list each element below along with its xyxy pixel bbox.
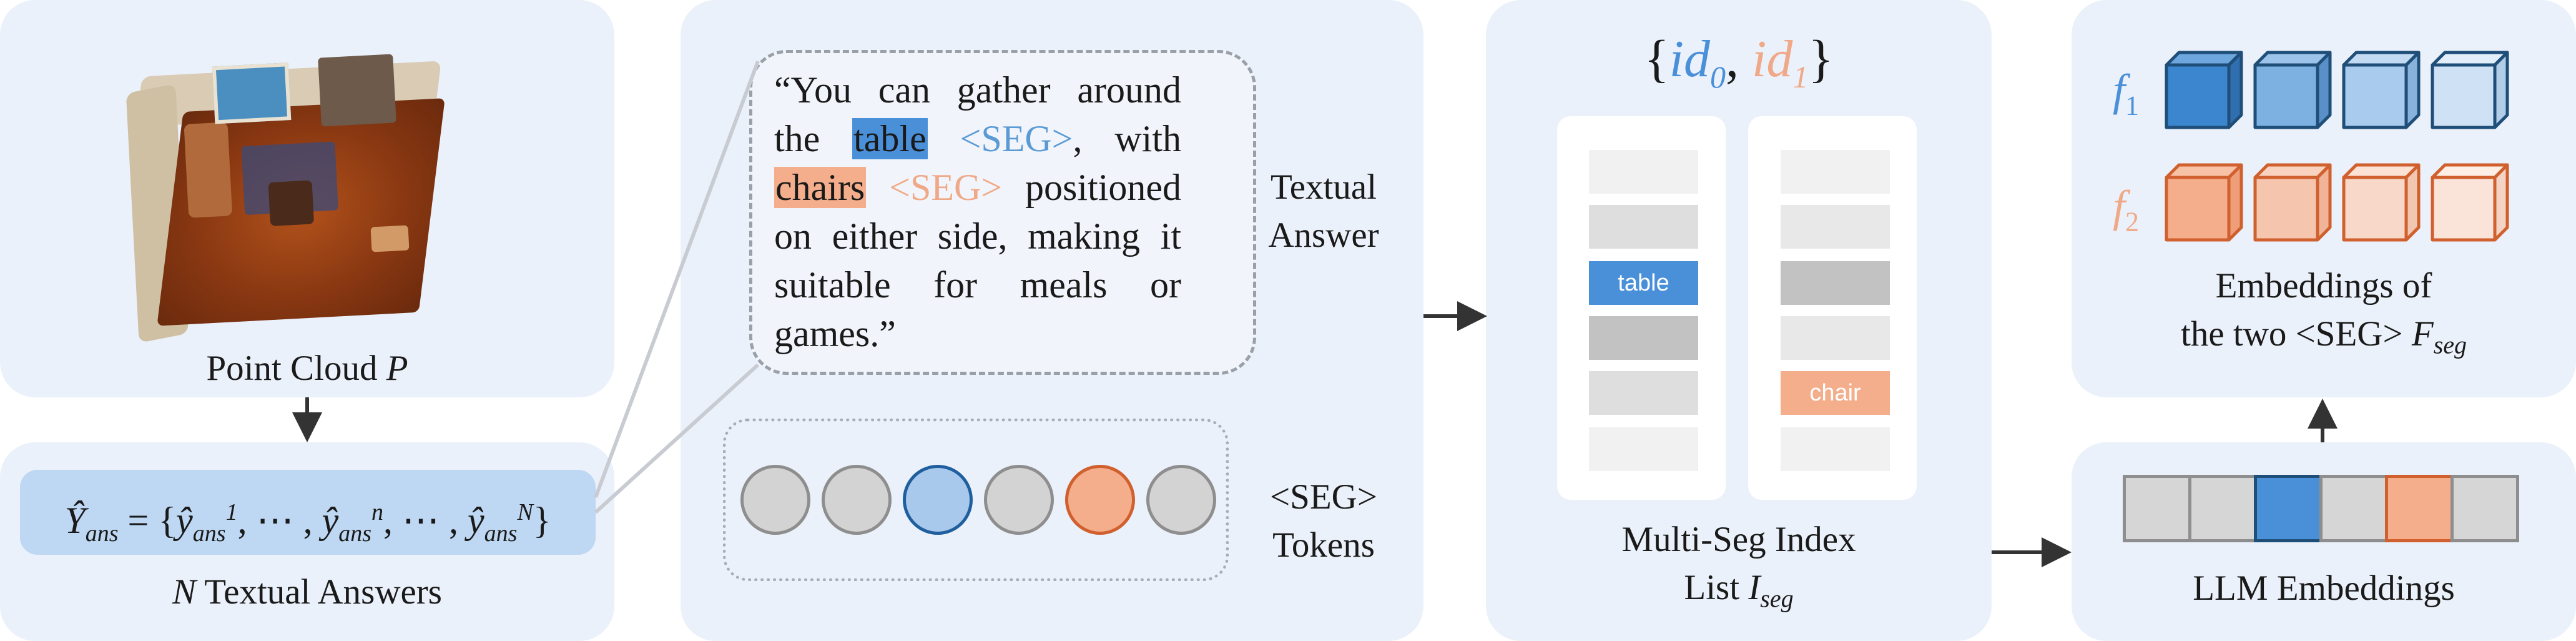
token-circle <box>1146 465 1216 535</box>
f1-label: f1 <box>2112 65 2139 121</box>
index-set: {id0, id1} <box>1644 30 1834 94</box>
highlight-chairs: chairs <box>774 167 867 208</box>
token-circle <box>822 465 892 535</box>
cube-row-f2 <box>2165 163 2509 242</box>
answer-text: “You can gather around the table <SEG>, … <box>774 69 1181 354</box>
token-circle-blue <box>903 465 973 535</box>
index-cell-table: table <box>1589 261 1698 305</box>
token-circle-orange <box>1065 465 1135 535</box>
index-cell <box>1589 371 1698 415</box>
llm-embedding-cell <box>2188 475 2257 542</box>
embeddings-label: Embeddings of the two <SEG> Fseg <box>2180 266 2467 359</box>
answer-bubble <box>749 50 1256 375</box>
token-circle <box>984 465 1054 535</box>
cube-row-f1 <box>2165 51 2509 129</box>
token-circle <box>740 465 810 535</box>
llm-embedding-cell <box>2319 475 2388 542</box>
index-cell <box>1781 427 1890 471</box>
textual-answers-label: N Textual Answers <box>172 572 442 612</box>
index-cell <box>1781 150 1890 194</box>
llm-embedding-cell-blue <box>2254 475 2323 542</box>
index-cell <box>1589 205 1698 249</box>
index-cell <box>1589 427 1698 471</box>
index-cell <box>1781 205 1890 249</box>
llm-embeddings-label: LLM Embeddings <box>2193 569 2455 608</box>
index-list-label: Multi-Seg Index List Iseg <box>1621 520 1856 613</box>
index-cell <box>1781 261 1890 305</box>
highlight-table: table <box>852 118 928 159</box>
point-cloud-label: Point Cloud P <box>206 349 408 388</box>
llm-embedding-cell <box>2451 475 2519 542</box>
index-cell <box>1589 150 1698 194</box>
seg-tokens-label: <SEG>Tokens <box>1270 477 1377 565</box>
index-cell <box>1589 316 1698 360</box>
seg-token-box <box>723 419 1229 581</box>
index-cell-chair: chair <box>1781 371 1890 415</box>
f2-label: f2 <box>2112 181 2139 237</box>
index-cell <box>1781 316 1890 360</box>
answers-formula: Ŷans = {ŷans1, ⋯ , ŷansn, ⋯ , ŷansN} <box>20 470 596 555</box>
